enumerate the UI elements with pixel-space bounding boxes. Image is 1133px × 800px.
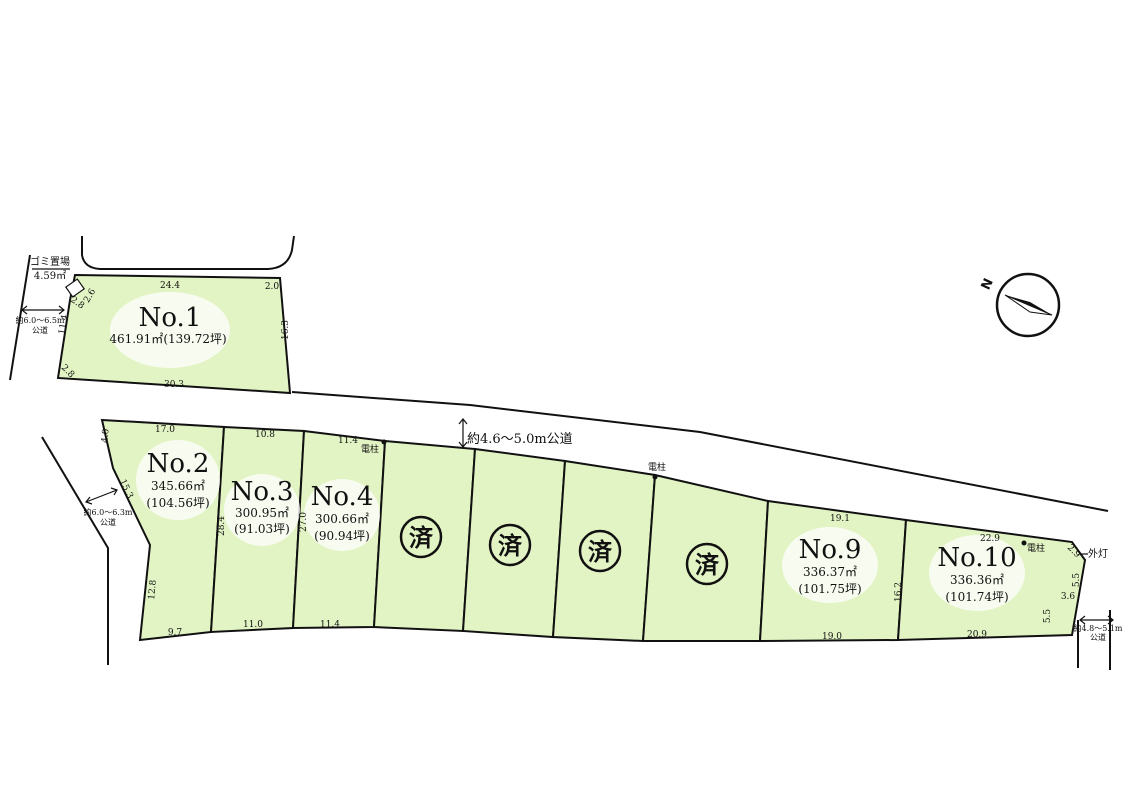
dim-lot1-right: 16.3: [281, 320, 291, 340]
lot-4-area-m2: 300.66㎡: [315, 512, 369, 526]
main-road-arrowheads: [458, 418, 468, 448]
utility-pole-3-icon: [1021, 540, 1027, 546]
dim-lot3-top: 10.8: [255, 430, 275, 440]
lot-1-name: No.1: [139, 303, 202, 333]
lot-1-area: 461.91㎡(139.72坪): [109, 332, 226, 346]
lot-3-area-tsubo: (91.03坪): [234, 522, 290, 536]
dim-lot3-side: 28.4: [217, 516, 227, 536]
utility-pole-1-icon: [381, 439, 387, 445]
utility-pole-1-label: 電柱: [361, 443, 379, 455]
label-glow-3: [224, 474, 300, 546]
road-edge-far-left: [9, 254, 31, 381]
sold-mark-8: 済: [685, 542, 729, 586]
lot-9-area-m2: 336.37㎡: [803, 565, 857, 579]
left-mid-road-arrowheads: [84, 487, 118, 505]
dim-lot4-bottom: 11.4: [320, 620, 340, 630]
dim-lot4-side: 27.0: [299, 512, 309, 532]
dim-lot9-top: 19.1: [830, 514, 850, 524]
main-road-label: 約4.6～5.0m公道: [467, 432, 573, 447]
svg-text:済: 済: [409, 523, 434, 552]
right-road-width: 約4.8～5.1m: [1073, 623, 1122, 633]
left-mid-road-width: 約6.0～6.3m: [83, 507, 132, 517]
left-mid-road-label: 公道: [100, 517, 116, 527]
garbage-station-label: ゴミ置場: [30, 255, 70, 268]
dim-lot9-side: 16.2: [894, 582, 904, 602]
lot-2-name: No.2: [147, 449, 210, 479]
lot-3-name: No.3: [231, 477, 294, 507]
svg-text:済: 済: [588, 537, 613, 566]
north-label: N: [979, 276, 997, 292]
svg-text:済: 済: [695, 550, 720, 579]
dim-lot10-top: 22.9: [980, 534, 1000, 544]
left-top-road-arrowheads: [21, 305, 65, 315]
lot-4-area-tsubo: (90.94坪): [314, 529, 370, 543]
dim-lot1-bottom: 30.3: [164, 380, 184, 390]
sold-mark-6: 済: [488, 523, 532, 567]
dim-lot3-bottom: 11.0: [243, 620, 263, 630]
dim-lot2-left-top: 4.0: [100, 428, 111, 443]
dim-lot10-right-b: 3.6: [1061, 592, 1076, 602]
right-road-label: 公道: [1090, 632, 1106, 642]
label-glow-4: [304, 479, 380, 551]
garbage-station: [64, 278, 86, 298]
dim-lot2-top: 17.0: [155, 425, 175, 435]
dim-lot10-right-c: 5.5: [1043, 609, 1053, 624]
lot-2-area-m2: 345.66㎡: [151, 479, 205, 493]
dim-lot9-bottom: 19.0: [822, 632, 842, 642]
lot-4-name: No.4: [311, 482, 374, 512]
lot-9-area-tsubo: (101.75坪): [798, 582, 861, 596]
lot-10-area-m2: 336.36㎡: [950, 573, 1004, 587]
left-top-road-label: 公道: [32, 325, 48, 335]
road-edge-left-lower: [41, 436, 109, 665]
road-edge-top-left: [81, 235, 295, 270]
lot-10-area-tsubo: (101.74坪): [945, 590, 1008, 604]
lot-3-area-m2: 300.95㎡: [235, 506, 289, 520]
road-edge-main-north: [291, 391, 1109, 512]
dim-lot10-right-a: 5.5: [1072, 573, 1082, 588]
garbage-station-area: 4.59㎡: [34, 270, 66, 282]
left-top-road-width: 約6.0～6.5m: [15, 315, 64, 325]
dim-lot1-top-right: 2.0: [265, 282, 280, 292]
label-glow-10: [929, 535, 1025, 611]
dim-lot4-top: 11.4: [338, 436, 358, 446]
sold-mark-7: 済: [578, 529, 622, 573]
dim-lot2-bottom: 9.7: [168, 628, 183, 638]
streetlight-label: 外灯: [1088, 548, 1108, 560]
left-mid-road-arrow: [85, 489, 118, 503]
dim-lot1-top: 24.4: [160, 281, 180, 291]
svg-text:済: 済: [498, 531, 523, 560]
utility-pole-3-label: 電柱: [1027, 542, 1045, 554]
utility-pole-2-label: 電柱: [648, 461, 666, 473]
lot-9-name: No.9: [799, 535, 862, 565]
lot-10-name: No.10: [937, 543, 1016, 573]
label-glow-1: [110, 292, 230, 368]
lot-2-area-tsubo: (104.56坪): [146, 496, 209, 510]
sold-mark-5: 済: [399, 515, 443, 559]
dim-lot2-left-bottom: 12.8: [147, 579, 159, 600]
dim-lot10-bottom: 20.9: [967, 630, 987, 640]
north-compass-icon: N: [979, 272, 1061, 338]
utility-pole-2-icon: [652, 474, 658, 480]
right-road-arrowheads: [1079, 615, 1114, 625]
label-glow-2: [136, 440, 220, 520]
dim-lot1-left: 11.4: [57, 314, 70, 336]
label-glow-9: [782, 527, 878, 603]
